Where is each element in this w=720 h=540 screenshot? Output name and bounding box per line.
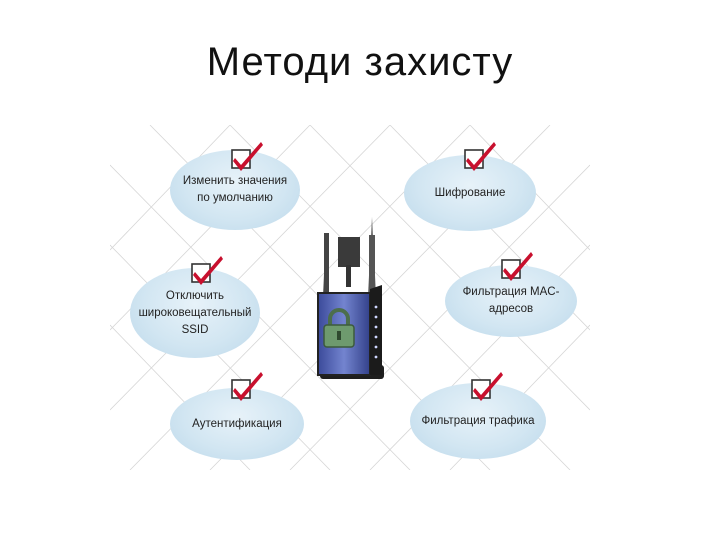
method-label: Фильтрация трафика	[421, 414, 535, 427]
checkbox-check-icon	[471, 372, 503, 401]
checkbox-check-icon	[231, 372, 263, 401]
method-bubble-change-defaults: Изменить значения по умолчанию	[170, 150, 300, 230]
method-bubble-authentication: Аутентификация	[170, 388, 304, 460]
method-bubble-disable-ssid: Отключить широковещательный SSID	[130, 268, 260, 358]
wireless-router-icon	[317, 217, 384, 379]
method-label: Шифрование	[434, 186, 506, 199]
checkbox-check-icon	[464, 142, 496, 171]
method-label: Изменить значения по умолчанию	[182, 175, 288, 204]
method-label: Фильтрация MAC- адресов	[462, 286, 560, 315]
method-label: Отключить широковещательный SSID	[138, 289, 252, 336]
method-label: Аутентификация	[192, 417, 282, 430]
checkbox-check-icon	[191, 256, 223, 285]
checkbox-check-icon	[231, 142, 263, 171]
slide-title: Методи захисту	[206, 40, 514, 84]
checkbox-check-icon	[501, 252, 533, 281]
padlock-icon	[323, 308, 355, 348]
